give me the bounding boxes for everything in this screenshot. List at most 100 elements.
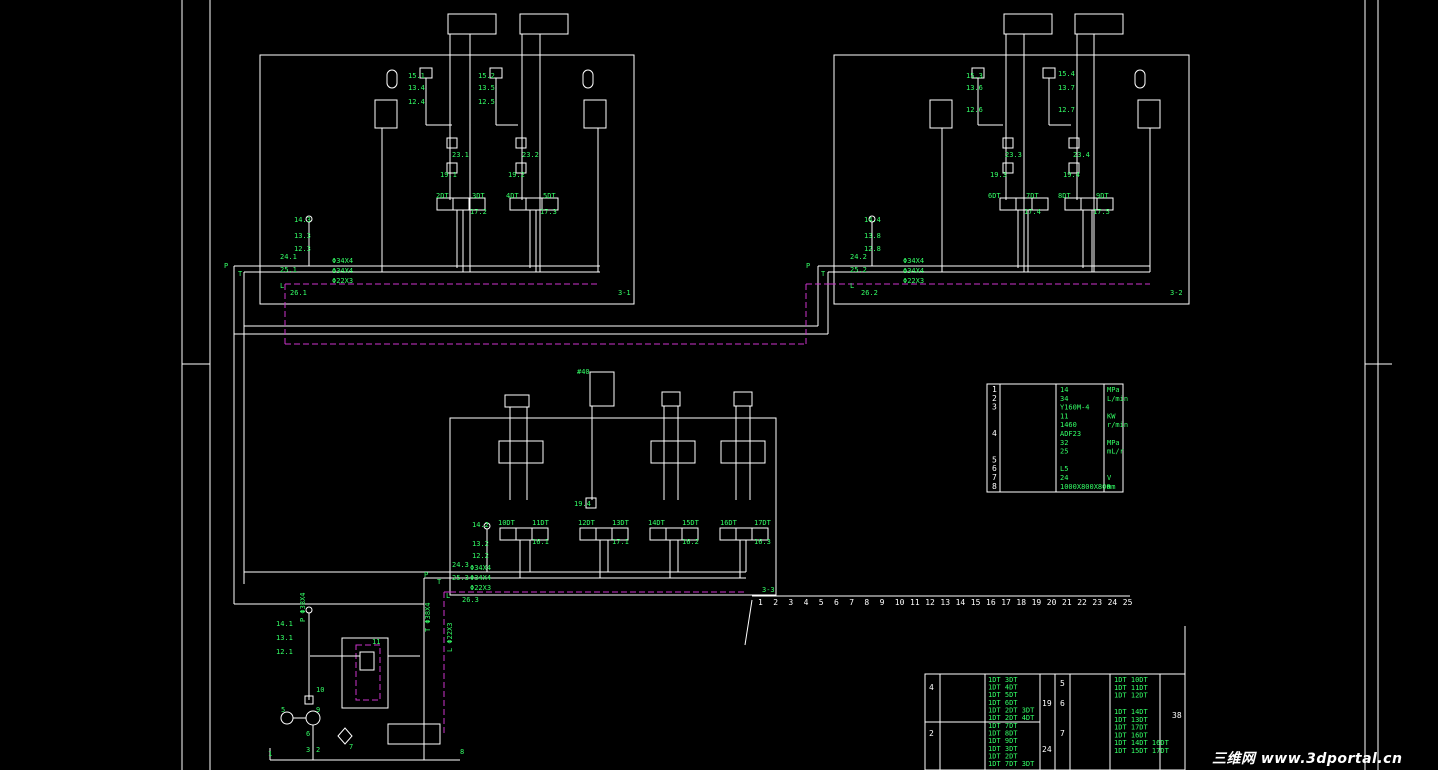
solenoid-row: 1DT 14DT <box>1114 708 1149 716</box>
tag-label: 17.5 <box>1093 208 1110 216</box>
solenoid-row: 1DT 8DT <box>988 730 1018 738</box>
trunk-lines <box>233 265 870 760</box>
number-row-label: 13 <box>940 598 950 607</box>
pipe-label-3b: Φ34X4 <box>470 574 491 582</box>
solenoid-group-no: 2 <box>929 729 934 738</box>
section-label-3-2: 3-2 <box>1170 289 1183 297</box>
tag-label: 4DT <box>506 192 519 200</box>
number-row-label: 20 <box>1047 598 1057 607</box>
spec-table <box>986 383 1124 493</box>
section-3-1 <box>259 13 635 305</box>
number-row-label: 9 <box>880 598 885 607</box>
port-p-2: P <box>806 262 810 270</box>
solenoid-row: 1DT 5DT <box>988 691 1018 699</box>
tag-label: 6DT <box>988 192 1001 200</box>
tag-label: 24.1 <box>280 253 297 261</box>
tag-label: #40 <box>577 368 590 376</box>
spec-row-unit: MPa <box>1107 386 1120 394</box>
port-p-3: P <box>424 571 428 579</box>
number-row-label: 23 <box>1092 598 1102 607</box>
tag-label: 15.4 <box>1058 70 1075 78</box>
tag-label: 7DT <box>1026 192 1039 200</box>
spec-row-value: 24 <box>1060 474 1068 482</box>
solenoid-row: 1DT 17DT <box>1114 724 1149 732</box>
port-t-1: T <box>238 270 243 278</box>
pipe-label-1b: Φ34X4 <box>332 267 353 275</box>
drawing-frame <box>181 0 1392 770</box>
number-row-label: 11 <box>910 598 920 607</box>
solenoid-row: 1DT 7DT <box>988 722 1018 730</box>
pipe-label-2a: Φ34X4 <box>903 257 924 265</box>
number-row <box>744 595 1130 646</box>
tag-label: 16.3 <box>754 538 771 546</box>
tag-label: 19.3 <box>990 171 1007 179</box>
pipe-label-2b: Φ34X4 <box>903 267 924 275</box>
tag-label: 23.2 <box>522 151 539 159</box>
tag-label: 13.2 <box>472 540 489 548</box>
tag-label: 23.3 <box>1005 151 1022 159</box>
spec-row-value: 32 <box>1060 439 1068 447</box>
spec-row-value: Y160M-4 <box>1060 404 1090 412</box>
solenoid-row: 1DT 3DT <box>988 676 1018 684</box>
tag-label: 13.5 <box>478 84 495 92</box>
tag-label: 2 <box>316 746 320 754</box>
solenoid-row: 1DT 2DT 3DT <box>988 706 1035 714</box>
tag-label: 17.1 <box>612 538 629 546</box>
spec-row-value: ADF23 <box>1060 430 1081 438</box>
tag-label: 12.8 <box>864 245 881 253</box>
spec-row-unit: mm <box>1107 483 1115 491</box>
pipe-label-1c: Φ22X3 <box>332 277 353 285</box>
tag-label: 2DT <box>436 192 449 200</box>
number-row-label: 24 <box>1108 598 1118 607</box>
tag-label: 17.2 <box>470 208 487 216</box>
tag-label: 13.3 <box>294 232 311 240</box>
spec-row-no: 2 <box>992 394 997 403</box>
number-row-label: 2 <box>773 598 778 607</box>
section-3-2 <box>830 13 1190 305</box>
tag-label: 13.7 <box>1058 84 1075 92</box>
tag-label: 8DT <box>1058 192 1071 200</box>
tag-label: 6 <box>306 730 310 738</box>
pump-pipe-label: T Φ38X4 <box>424 602 432 632</box>
spec-row-value: L5 <box>1060 465 1068 473</box>
tag-label: 5DT <box>543 192 556 200</box>
spec-row-no: 1 <box>992 385 997 394</box>
tag-label: 13.1 <box>276 634 293 642</box>
solenoid-group-no: 4 <box>929 683 934 692</box>
tag-label: 13.4 <box>408 84 425 92</box>
solenoid-row: 1DT 12DT <box>1114 692 1149 700</box>
solenoid-mid-label: 19 <box>1042 699 1052 708</box>
number-row-label: 6 <box>834 598 839 607</box>
solenoid-row: 1DT 10DT <box>1114 676 1149 684</box>
spec-row-value: 11 <box>1060 412 1068 420</box>
solenoid-row: 1DT 7DT 3DT <box>988 760 1035 768</box>
spec-row-unit: mL/r <box>1107 448 1124 456</box>
number-row-label: 5 <box>819 598 824 607</box>
number-row-label: 25 <box>1123 598 1133 607</box>
tag-label: 10DT <box>498 519 516 527</box>
tag-label: 25.3 <box>452 574 469 582</box>
watermark: 三维网 www.3dportal.cn <box>1212 751 1403 767</box>
tag-label: 3DT <box>472 192 485 200</box>
number-row-label: 22 <box>1077 598 1087 607</box>
solenoid-group-no: 7 <box>1060 729 1065 738</box>
spec-row-no: 5 <box>992 455 997 464</box>
number-row-label: 18 <box>1016 598 1026 607</box>
number-row-label: 8 <box>864 598 869 607</box>
tag-label: 15DT <box>682 519 700 527</box>
number-row-label: 17 <box>1001 598 1011 607</box>
tag-label: 11DT <box>532 519 550 527</box>
solenoid-row: 1DT 16DT <box>1114 731 1149 739</box>
tag-label: 13DT <box>612 519 630 527</box>
tag-label: 25.2 <box>850 266 867 274</box>
number-row-label: 19 <box>1032 598 1042 607</box>
tag-label: 12.1 <box>276 648 293 656</box>
solenoid-row: 1DT 9DT <box>988 737 1018 745</box>
tag-label: 23.1 <box>452 151 469 159</box>
tag-label: 19.4 <box>574 500 591 508</box>
tag-label: 19.2 <box>508 171 525 179</box>
pump-pipe-label: P Φ38X4 <box>299 592 307 622</box>
spec-row-value: 25 <box>1060 448 1068 456</box>
